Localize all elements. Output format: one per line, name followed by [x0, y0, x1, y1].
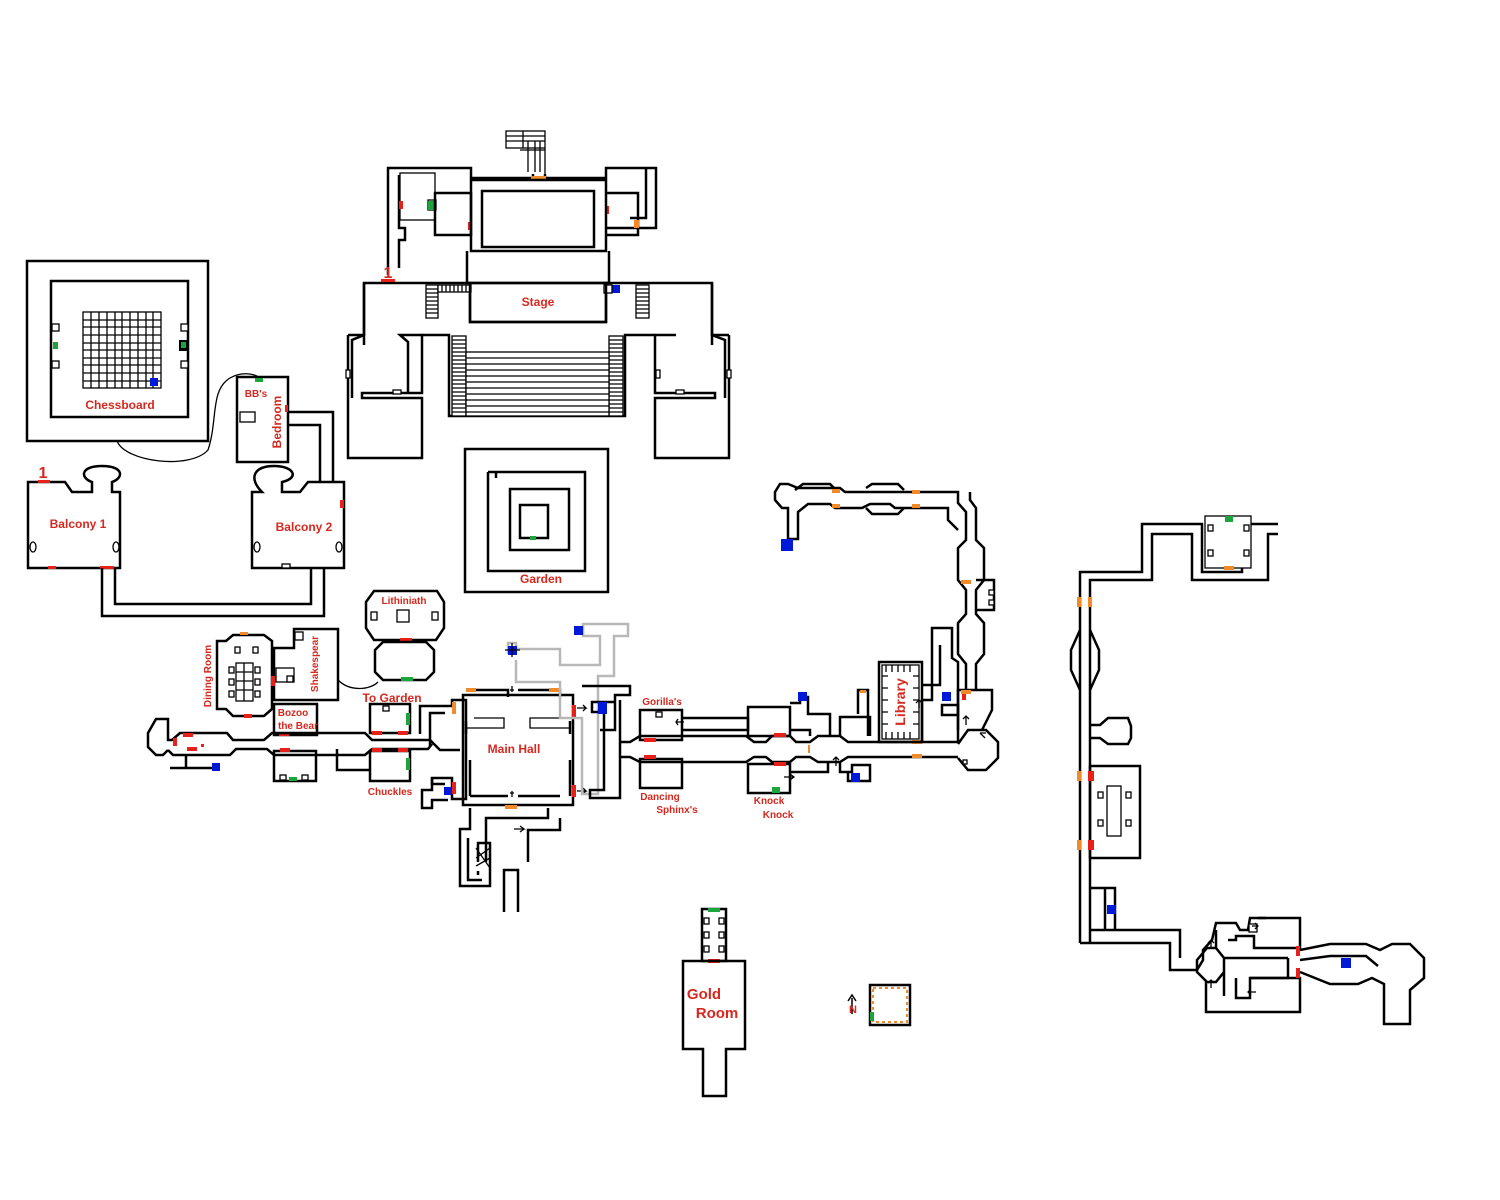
room-label-to-garden: To Garden: [362, 691, 421, 705]
room-label-room: Room: [696, 1005, 739, 1022]
path-line: [337, 679, 379, 690]
secret-passage: [505, 622, 630, 796]
chessboard-room[interactable]: Chessboard: [25, 259, 210, 443]
garden-room[interactable]: Garden: [463, 447, 610, 594]
room-label-stage: Stage: [522, 295, 555, 309]
room-label-bedroom: Bedroom: [270, 396, 284, 449]
room-label-main-hall: Main Hall: [488, 742, 541, 756]
room-label-garden: Garden: [520, 572, 562, 586]
room-label-the-bear: the Bear: [278, 721, 318, 732]
balcony-1-room[interactable]: Balcony 1: [26, 464, 122, 570]
corridor: [288, 410, 335, 482]
bozoo-room[interactable]: Bozoo the Bear: [272, 702, 319, 737]
room-label-knock-1: Knock: [754, 796, 785, 807]
switch-icon[interactable]: [53, 342, 58, 349]
east-corridor: Gorilla's Dancing Sphinx's Knock Knock: [582, 684, 958, 821]
bedroom-room[interactable]: BB's Bedroom: [235, 375, 290, 464]
path-line: [116, 373, 263, 463]
chessboard-grid: [83, 312, 161, 388]
room-label-balcony-1: Balcony 1: [50, 517, 107, 531]
corridor: [100, 568, 326, 618]
west-corridor: Chuckles: [146, 702, 460, 798]
room-label-dancing: Dancing: [640, 792, 679, 803]
compass-icon: N: [847, 993, 857, 1016]
teleport-pad-icon[interactable]: [150, 378, 158, 386]
warp-marker: 1: [39, 465, 48, 482]
teleport-pad-icon[interactable]: [1107, 905, 1116, 914]
teleport-pad-icon[interactable]: [444, 787, 452, 795]
teleport-pad-icon[interactable]: [574, 626, 583, 635]
room-label-chuckles: Chuckles: [368, 787, 413, 798]
room-label-lithiniath: Lithiniath: [382, 596, 427, 607]
teleport-pad-icon[interactable]: [798, 692, 807, 701]
room-label-gold: Gold: [687, 986, 721, 1003]
library-room[interactable]: Library: [877, 660, 924, 744]
dining-room[interactable]: Dining Room: [203, 632, 274, 718]
south-exit: [458, 808, 562, 912]
stage-complex: Stage: [345, 130, 732, 460]
teleport-pad-icon[interactable]: [612, 285, 620, 293]
teleport-pad-icon[interactable]: [212, 763, 220, 771]
room-label-dining-room: Dining Room: [203, 645, 214, 707]
room-label-gorillas: Gorilla's: [642, 697, 682, 708]
east-tower: [773, 482, 1000, 772]
room-label-bbs: BB's: [245, 389, 268, 400]
balcony-2-room[interactable]: Balcony 2: [250, 464, 346, 570]
lithiniath-room[interactable]: Lithiniath: [364, 589, 446, 682]
room-label-library: Library: [892, 678, 908, 726]
gold-room[interactable]: Gold Room: [681, 907, 747, 1098]
teleport-pad-icon[interactable]: [1341, 958, 1351, 968]
teleport-pad-icon[interactable]: [851, 773, 860, 782]
room-label-knock-2: Knock: [763, 810, 794, 821]
warp-marker: 1: [384, 265, 393, 282]
room-label-shakespear: Shakespear: [310, 636, 321, 692]
room-label-balcony-2: Balcony 2: [276, 520, 333, 534]
small-room[interactable]: [868, 983, 912, 1027]
teleport-pad-icon[interactable]: [598, 702, 607, 714]
teleport-pad-icon[interactable]: [781, 539, 793, 551]
room-label-bozoo: Bozoo: [278, 708, 309, 719]
teleport-pad-icon[interactable]: [942, 692, 951, 701]
room-label-chessboard: Chessboard: [85, 398, 154, 412]
north-marker: N: [849, 1004, 857, 1016]
far-east-wing: [1069, 515, 1426, 1026]
shakespear-room[interactable]: Shakespear: [271, 627, 340, 702]
main-hall-room[interactable]: Main Hall: [418, 686, 588, 810]
room-label-sphinxs: Sphinx's: [656, 805, 698, 816]
